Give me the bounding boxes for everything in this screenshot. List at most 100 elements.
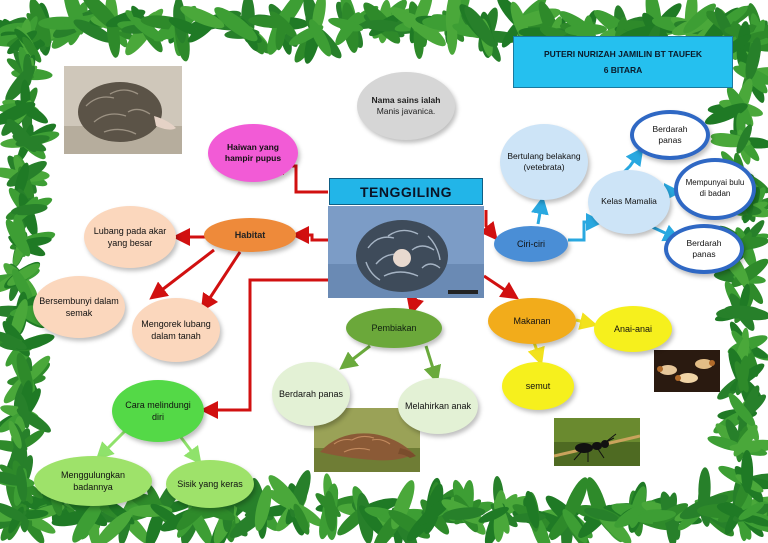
food-ant-node: semut [502,362,574,410]
leaf [564,23,608,36]
leaf [6,118,37,153]
scientific-name-value: Manis javanica. [376,106,436,116]
reproduction-label: Pembiakan [371,322,417,333]
leaf [5,219,31,257]
habitat-child-2-label: Bersembunyi dalam semak [39,295,119,318]
defense-child-1-label: Menggulungkan badannya [60,469,126,492]
leaf [214,7,258,42]
defense-child-2: Sisik yang keras [166,460,254,508]
ant-photo [554,418,640,466]
leaf [293,503,310,535]
leaf [359,505,387,538]
food-termite-label: Anai-anai [613,323,653,334]
leaf [17,393,30,429]
leaf [729,443,761,453]
leaf [741,449,754,494]
habitat-child-1-label: Lubang pada akar yang besar [93,225,167,248]
leaf [442,507,486,520]
title-box: TENGGILING [329,178,483,205]
defense-child-2-label: Sisik yang keras [177,478,243,489]
leaf [8,420,22,449]
leaf [72,498,104,543]
leaf [254,485,272,532]
habitat-node: Habitat [204,218,296,252]
scientific-name-bubble: Nama sains ialah Manis javanica. [357,72,455,140]
leaf [636,510,677,523]
leaf [180,5,225,29]
leaf [745,37,761,81]
food-termite-node: Anai-anai [594,306,672,352]
mammal-node: Kelas Mamalia [588,170,670,234]
light-green-arrows [95,428,202,465]
ciri-node: Ciri-ciri [494,226,568,262]
leaf [736,124,752,154]
author-name: PUTERI NURIZAH JAMILIN BT TAUFEK [543,48,703,59]
author-class: 6 BITARA [603,65,643,75]
habitat-child-1: Lubang pada akar yang besar [84,206,176,268]
leaf [16,465,28,503]
leaf [704,103,748,125]
pangolin-rolled-photo [64,66,182,154]
termite-photo [654,350,720,392]
endangered-label: Haiwan yang hampir pupus [224,141,282,163]
mammal-child-2: Mempunyai bulu di badan [674,158,756,220]
leaf [10,204,48,216]
leaf [309,19,332,57]
reproduction-child-2: Melahirkan anak [398,378,478,434]
mammal-child-2-label: Mempunyai bulu di badan [685,178,745,198]
leaf [698,467,711,511]
mammal-child-3-label: Berdarah panas [686,237,722,259]
ciri-label: Ciri-ciri [517,238,545,249]
leaf [464,6,495,47]
leaf [315,493,341,517]
leaf [403,12,446,47]
leaf [275,17,286,51]
leaf [0,502,28,522]
defense-label: Cara melindungi diri [125,399,191,422]
leaf [22,36,42,63]
endangered-node: Haiwan yang hampir pupus [208,124,298,182]
mammal-child-1: Berdarah panas [630,110,710,160]
leaf [724,305,768,321]
reproduction-child-2-label: Melahirkan anak [404,400,472,411]
green-arrows [339,344,442,384]
food-label: Makanan [513,315,551,326]
leaf [328,17,364,32]
mammal-label: Kelas Mamalia [601,196,657,207]
leaf [738,501,765,520]
vertebrate-label: Bertulang belakang (vetebrata) [507,150,581,172]
leaf [23,53,33,86]
leaf [73,19,114,43]
leaf [478,506,509,523]
habitat-child-3-label: Mengorek lubang dalam tanah [141,318,211,341]
reproduction-node: Pembiakan [346,308,442,348]
leaf [95,510,133,543]
leaf [268,475,301,512]
author-box: PUTERI NURIZAH JAMILIN BT TAUFEK 6 BITAR… [513,36,733,88]
food-ant-label: semut [525,380,551,391]
leaf [584,507,620,522]
leaf [738,355,750,392]
reproduction-child-1-label: Berdarah panas [278,388,344,399]
food-node: Makanan [488,298,576,344]
mammal-child-3: Berdarah panas [664,224,744,274]
leaf [744,514,768,527]
mammal-child-1-label: Berdarah panas [652,123,688,145]
leaf [0,101,36,125]
reproduction-child-1: Berdarah panas [272,362,350,426]
scientific-name-prefix: Nama sains ialah [371,94,441,105]
defense-child-1: Menggulungkan badannya [34,456,152,506]
habitat-child-2: Bersembunyi dalam semak [33,276,125,338]
leaf [12,268,34,305]
pangolin-central-photo [328,206,484,298]
leaf [493,499,510,534]
title: TENGGILING [359,183,453,200]
leaf [729,396,756,427]
habitat-child-3: Mengorek lubang dalam tanah [132,298,220,362]
defense-node: Cara melindungi diri [112,380,204,442]
leaf [0,331,27,350]
leaf [525,490,540,529]
vertebrate-node: Bertulang belakang (vetebrata) [500,124,588,200]
